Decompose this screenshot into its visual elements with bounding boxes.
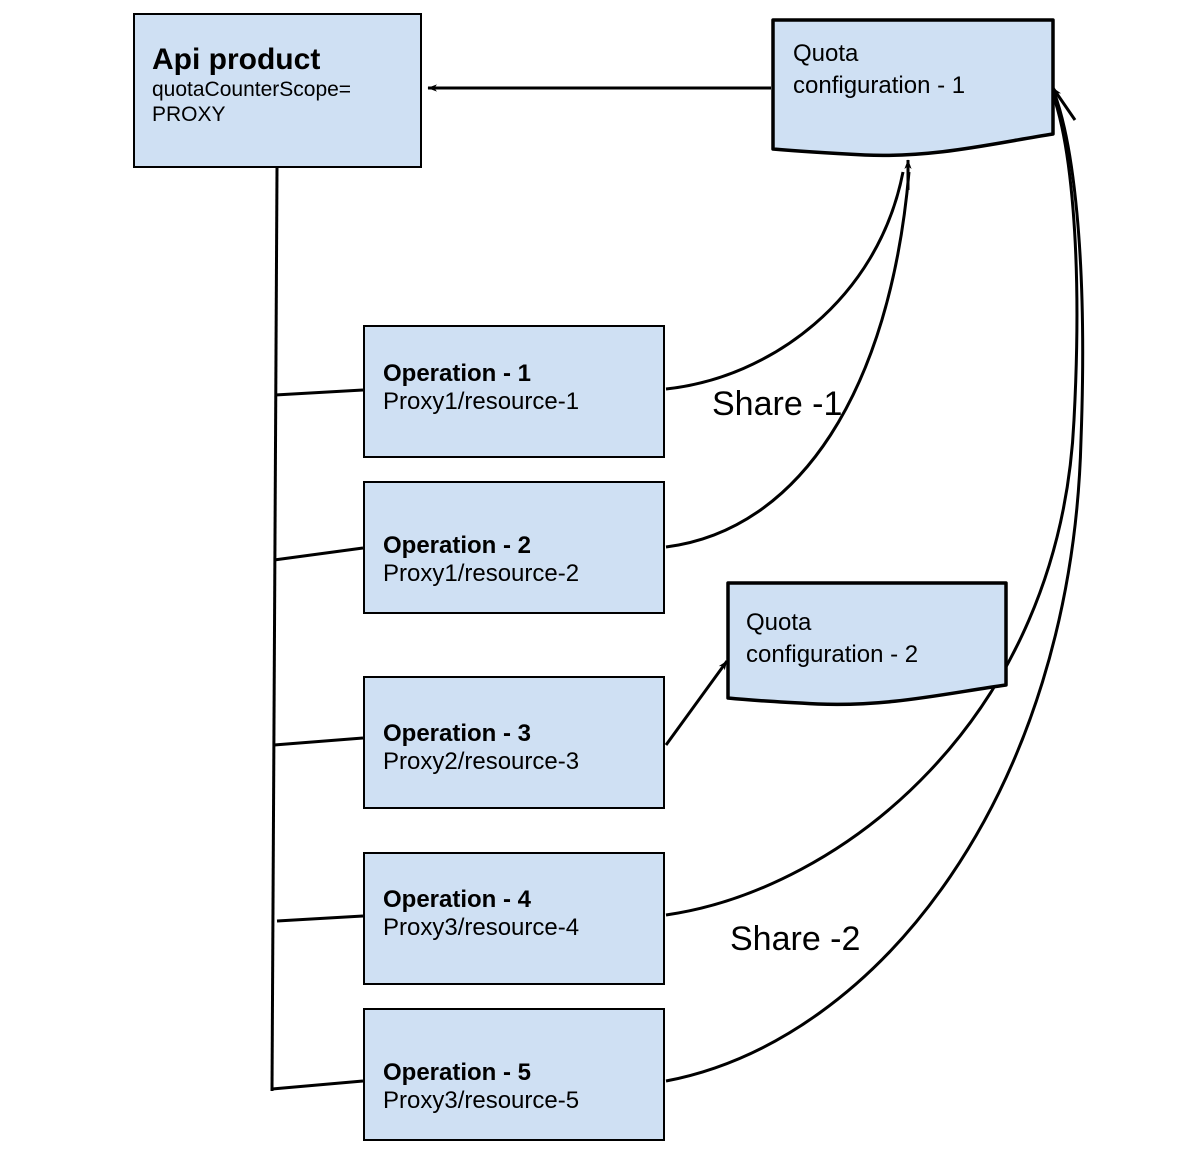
edge-share2-arrow	[1051, 87, 1077, 121]
edge-operation-1-to-quota1	[665, 171, 905, 391]
quota-configuration-1-text: Quota configuration - 1	[793, 38, 965, 101]
node-quota-configuration-2[interactable]: Quota configuration - 2	[718, 575, 1018, 715]
edge-trunk-to-operation-2	[273, 546, 364, 562]
edge-label-share-1: Share -1	[712, 385, 843, 423]
node-quota-configuration-1[interactable]: Quota configuration - 1	[765, 12, 1065, 167]
document-shape-icon	[771, 18, 1055, 158]
api-product-attribute-line-2: PROXY	[152, 103, 226, 127]
node-operation-1[interactable]: Operation - 1 Proxy1/resource-1	[363, 325, 665, 458]
operation-1-text: Operation - 1 Proxy1/resource-1	[365, 360, 663, 416]
node-operation-4[interactable]: Operation - 4 Proxy3/resource-4	[363, 852, 665, 985]
edge-trunk-to-operation-5	[271, 1079, 364, 1091]
edge-trunk-to-operation-1	[274, 388, 364, 397]
edge-operation-3-to-quota2	[664, 660, 729, 746]
operation-3-title: Operation - 3	[383, 720, 532, 748]
operation-4-title: Operation - 4	[383, 886, 532, 914]
operation-1-title: Operation - 1	[383, 360, 532, 388]
edge-trunk-to-operation-3	[273, 736, 364, 747]
operation-4-text: Operation - 4 Proxy3/resource-4	[365, 886, 663, 942]
edge-apiproduct-trunk	[270, 167, 279, 1092]
edge-label-share-2: Share -2	[730, 920, 861, 958]
operation-4-path: Proxy3/resource-4	[383, 914, 580, 942]
operation-5-text: Operation - 5 Proxy3/resource-5	[365, 1059, 663, 1115]
document-shape-icon	[726, 581, 1008, 707]
operation-2-path: Proxy1/resource-2	[383, 560, 580, 588]
node-operation-5[interactable]: Operation - 5 Proxy3/resource-5	[363, 1008, 665, 1141]
quota-configuration-1-line-1: Quota	[793, 40, 859, 67]
node-operation-2[interactable]: Operation - 2 Proxy1/resource-2	[363, 481, 665, 614]
operation-1-path: Proxy1/resource-1	[383, 388, 580, 416]
operation-5-path: Proxy3/resource-5	[383, 1087, 580, 1115]
api-product-attribute-line-1: quotaCounterScope=	[152, 77, 352, 101]
node-operation-3[interactable]: Operation - 3 Proxy2/resource-3	[363, 676, 665, 809]
node-api-product[interactable]: Api product quotaCounterScope= PROXY	[133, 13, 422, 168]
quota-configuration-2-line-1: Quota	[746, 609, 812, 636]
quota-configuration-1-line-2: configuration - 1	[793, 71, 966, 99]
operation-3-path: Proxy2/resource-3	[383, 748, 580, 776]
api-product-title: Api product	[152, 43, 321, 76]
edge-operation-2-to-quota1	[665, 171, 911, 549]
operation-2-text: Operation - 2 Proxy1/resource-2	[365, 532, 663, 588]
edge-operation-5-to-quota1	[665, 91, 1085, 1083]
quota-configuration-2-text: Quota configuration - 2	[746, 607, 918, 670]
operation-5-title: Operation - 5	[383, 1059, 532, 1087]
operation-2-title: Operation - 2	[383, 532, 532, 560]
quota-configuration-2-line-2: configuration - 2	[746, 640, 919, 668]
edge-operation-4-to-quota1	[665, 91, 1079, 917]
operation-3-text: Operation - 3 Proxy2/resource-3	[365, 720, 663, 776]
edge-trunk-to-operation-4	[276, 914, 364, 923]
